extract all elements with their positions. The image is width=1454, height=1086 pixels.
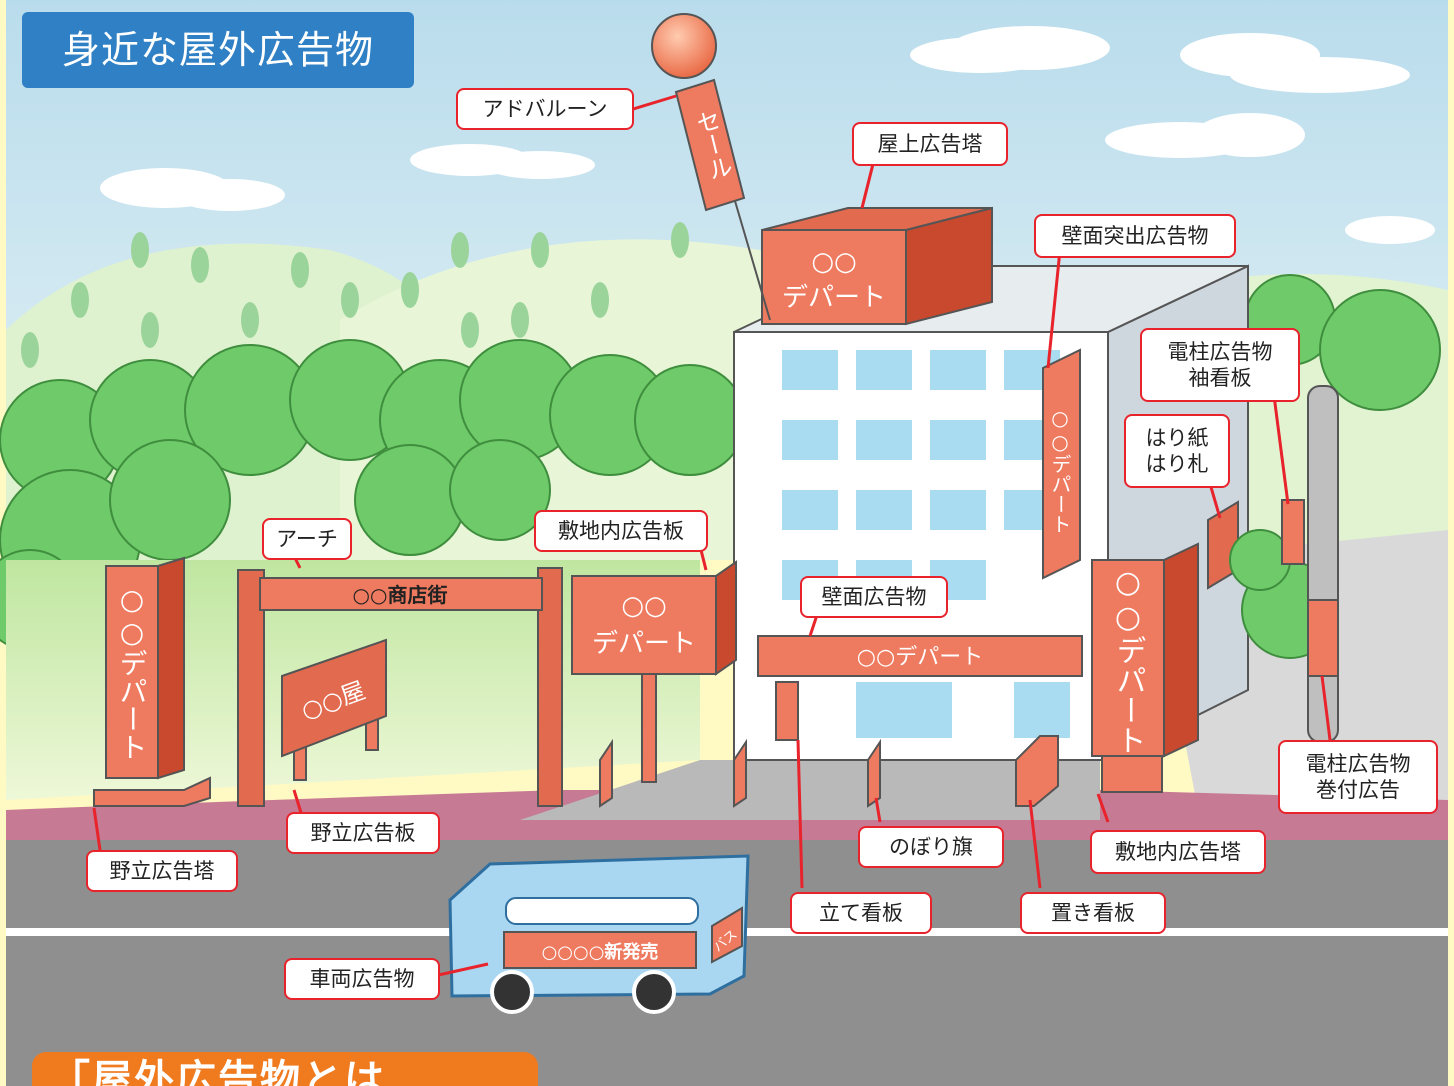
label-wall-ad: 壁面広告物 [800,576,948,618]
banner-flags [599,738,881,808]
onsite-tower-text: ○○デパート [1111,565,1146,755]
bus-wheel-left [490,970,534,1014]
onsite-board-post [641,669,657,783]
field-tower-front [105,565,159,779]
hill-trees [21,222,689,368]
label-rooftop-tower: 屋上広告塔 [852,122,1008,166]
pole-sleeve-sign [1281,499,1305,565]
label-standing-sign: 立て看板 [790,892,932,934]
onsite-tower-front [1091,559,1165,757]
arch-beam [259,577,543,611]
onsite-board-line2: デパート [592,629,696,659]
field-tower-base [93,776,211,807]
field-board [281,638,387,758]
bus-windows [505,897,699,925]
label-arch: アーチ [262,518,352,560]
bus-wheel-right [632,970,676,1014]
building-windows [782,350,1070,738]
pole-wrap-ad [1307,599,1339,677]
section-heading-tab: 「屋外広告物とは [32,1052,538,1086]
ad-balloon [651,13,717,79]
label-vehicle-ad: 車両広告物 [284,958,440,1000]
onsite-tower-side [1163,542,1199,758]
label-field-board: 野立広告板 [286,812,440,854]
tree-row [0,274,1441,651]
onsite-board-front [571,575,717,675]
rooftop-sign-line1: ○○ [811,247,856,277]
clouds [100,26,1435,244]
bus-side-panel [711,906,743,964]
placed-sign [1015,735,1059,807]
wall-banner-text: ○○デパート [857,645,983,670]
rooftop-tower-front [761,229,907,325]
bus-ad-text: ○○○○新発売 [542,941,659,963]
bus-body [448,854,750,998]
field-tower-text: ○○デパート [116,583,149,761]
standing-sign [775,681,799,741]
wall-projecting-sign [1042,348,1081,580]
label-wall-projecting: 壁面突出広告物 [1034,214,1236,258]
onsite-board-line1: ○○ [621,591,666,621]
rooftop-sign-line2: デパート [782,283,886,313]
page-title: 身近な屋外広告物 [22,12,414,88]
onsite-board-side [715,560,737,676]
balloon-banner [674,78,746,212]
arch-text: ○○商店街 [353,583,448,607]
wall-projecting-text: ○○デパート [1048,406,1072,534]
label-ad-balloon: アドバルーン [456,88,634,130]
label-onsite-board: 敷地内広告板 [534,510,708,552]
bus-ad-panel [503,931,697,969]
field-tower-side [157,556,185,780]
label-field-tower: 野立広告塔 [86,850,238,892]
parking-area [520,760,1100,820]
label-posters: はり紙 はり札 [1124,414,1230,488]
label-pole-wrap: 電柱広告物 巻付広告 [1278,740,1438,814]
onsite-tower-base [1101,755,1163,793]
wall-banner-sign [757,635,1083,677]
label-pole-sleeve: 電柱広告物 袖看板 [1140,328,1300,402]
label-placed-sign: 置き看板 [1020,892,1166,934]
label-onsite-tower: 敷地内広告塔 [1090,830,1266,874]
label-banner-flag: のぼり旗 [858,826,1004,868]
